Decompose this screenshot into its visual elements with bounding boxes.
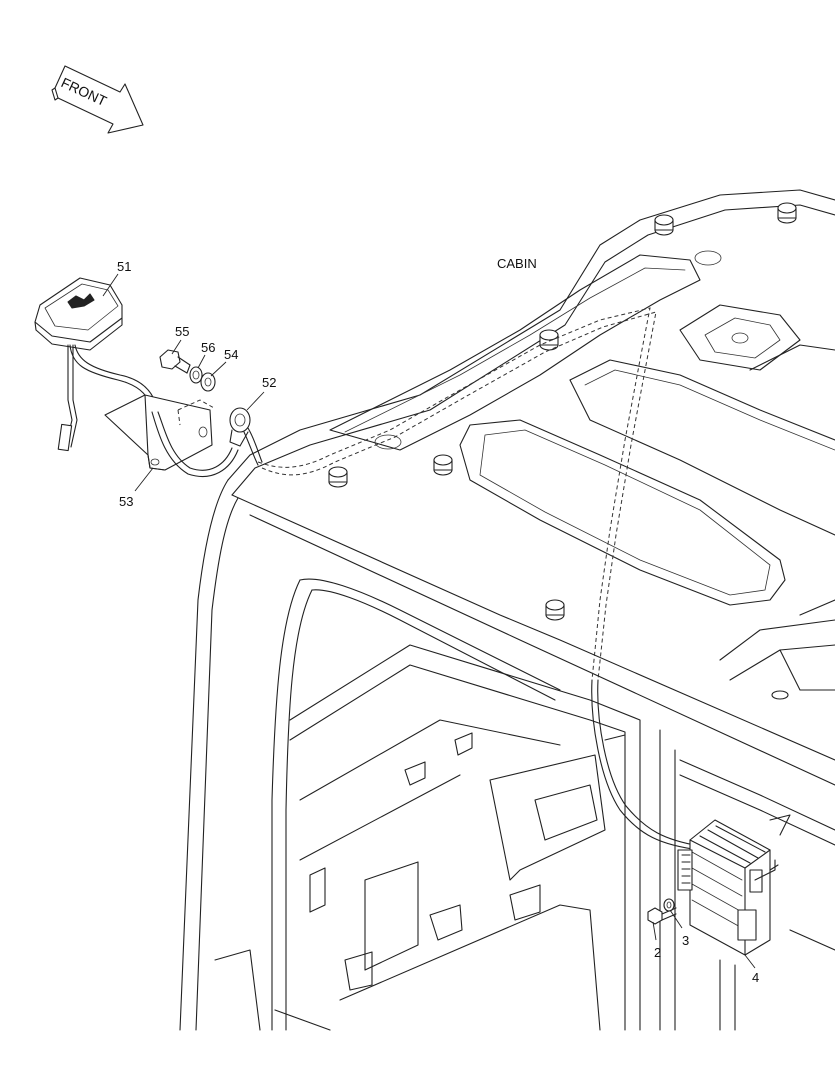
bolt-2 <box>647 907 677 925</box>
callout-label-51: 51 <box>117 259 131 274</box>
callout-label-2: 2 <box>654 945 661 960</box>
callout-label-54: 54 <box>224 347 238 362</box>
bolt-55 <box>159 349 191 374</box>
callout-54: 54 <box>210 347 238 377</box>
callout-53: 53 <box>119 467 154 509</box>
front-arrow: FRONT <box>51 65 144 134</box>
callout-label-52: 52 <box>262 375 276 390</box>
antenna-bracket <box>104 394 215 471</box>
callout-label-56: 56 <box>201 340 215 355</box>
callout-label-55: 55 <box>175 324 189 339</box>
controller-unit <box>677 819 779 956</box>
callout-4: 4 <box>744 954 759 985</box>
callout-52: 52 <box>246 375 276 411</box>
callout-label-4: 4 <box>752 970 759 985</box>
antenna-assembly <box>34 277 263 478</box>
callout-55: 55 <box>171 324 189 355</box>
washer-54 <box>200 372 216 392</box>
cabin-structure <box>179 189 835 1031</box>
callout-3: 3 <box>669 909 689 948</box>
cabin-label: CABIN <box>497 256 537 271</box>
harness-hidden-path <box>257 307 651 681</box>
callout-label-3: 3 <box>682 933 689 948</box>
front-arrow-label: FRONT <box>59 74 110 109</box>
cable-grommet <box>229 407 263 466</box>
callout-2: 2 <box>652 921 661 960</box>
callout-51: 51 <box>102 259 131 297</box>
washer-3 <box>663 898 675 912</box>
callout-label-53: 53 <box>119 494 133 509</box>
callout-56: 56 <box>197 340 215 369</box>
washer-56 <box>189 366 203 384</box>
